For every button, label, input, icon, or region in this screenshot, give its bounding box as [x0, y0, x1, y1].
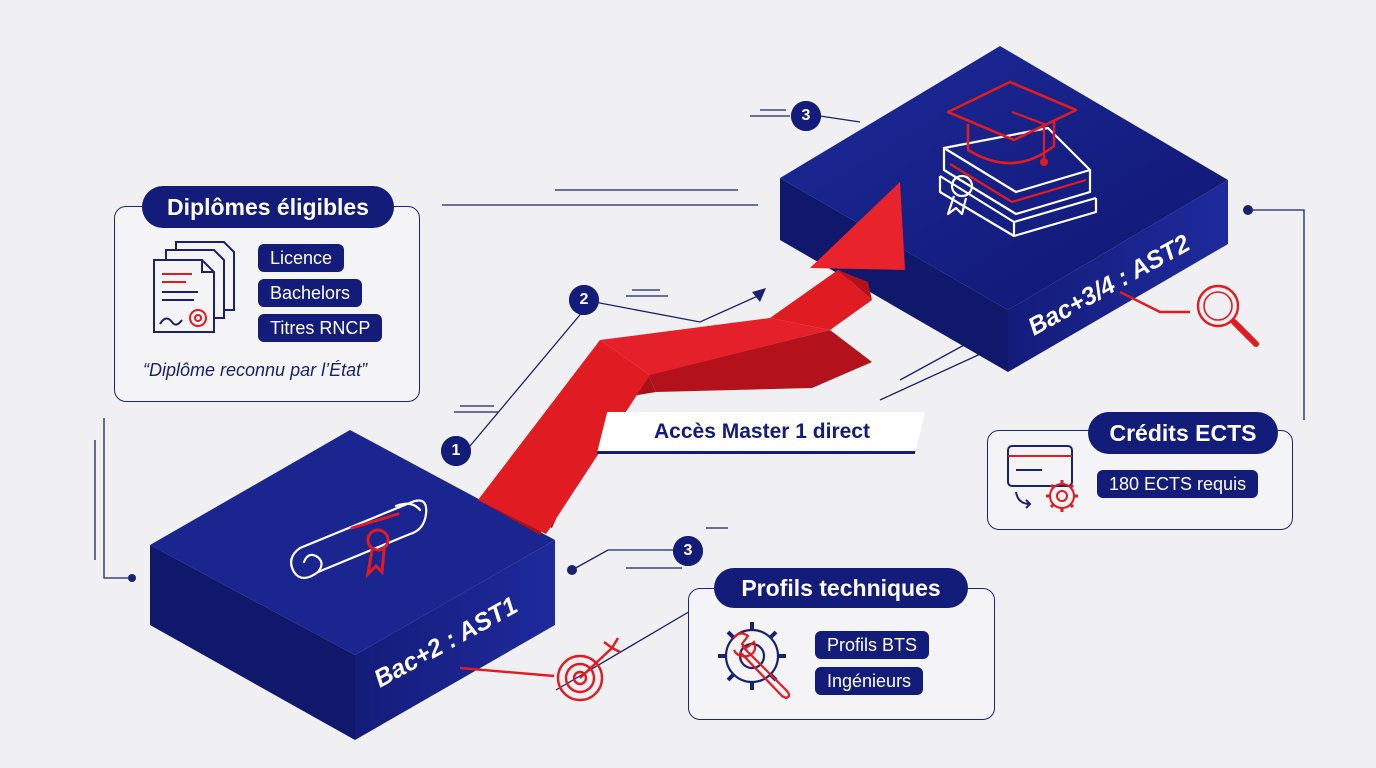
step-3-top: 3 — [791, 101, 821, 131]
pill-ects: 180 ECTS requis — [1097, 470, 1259, 498]
magnifier-icon — [1119, 284, 1259, 347]
pill-bachelors: Bachelors — [258, 279, 363, 307]
platform-ast1 — [150, 430, 555, 740]
pill-titres-rncp: Titres RNCP — [258, 314, 383, 342]
pill-ingenieurs: Ingénieurs — [815, 667, 924, 695]
card-profils-title: Profils techniques — [714, 568, 968, 608]
step-3-bottom: 3 — [673, 536, 703, 566]
growth-arrow — [478, 182, 905, 535]
connector-lines — [94, 109, 1305, 691]
master-banner-text: Accès Master 1 direct — [654, 420, 870, 443]
step-2: 2 — [569, 285, 599, 315]
gear-wrench-icon — [718, 622, 791, 700]
card-diplomes-title: Diplômes éligibles — [142, 186, 394, 228]
pill-licence: Licence — [258, 244, 345, 272]
step-1: 1 — [441, 436, 471, 466]
pill-profils-bts: Profils BTS — [815, 631, 930, 659]
diplome-quote: “Diplôme reconnu par l’État” — [143, 360, 368, 380]
card-credits-title: Crédits ECTS — [1088, 412, 1278, 454]
arrow-head-icon — [752, 288, 766, 302]
connector-dots — [128, 205, 1253, 582]
target-arrow-icon — [459, 637, 621, 702]
documents-certificate-icon — [153, 241, 235, 333]
card-gear-icon — [1007, 445, 1078, 512]
graduation-cap-books-icon — [938, 80, 1098, 238]
diploma-scroll-icon — [289, 499, 428, 580]
platform-ast2 — [780, 46, 1228, 372]
